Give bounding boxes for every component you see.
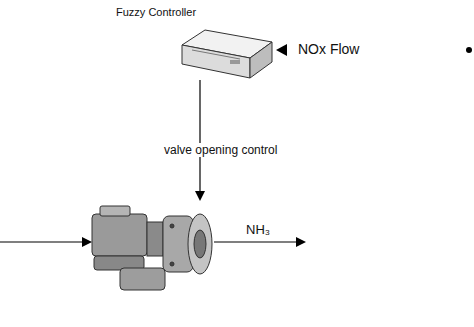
signal-label: NOx Flow: [296, 41, 361, 57]
arrow-head: [276, 44, 287, 56]
control-line: [199, 80, 200, 192]
signal-dot: [466, 47, 472, 53]
controller-device: [182, 30, 272, 78]
control-label: valve opening control: [162, 143, 279, 157]
flow-line: [0, 241, 84, 242]
node-title: Fuzzy Controller: [116, 6, 196, 18]
arrow-head: [195, 191, 205, 201]
device-node: Fuzzy Controller: [112, 2, 200, 22]
output-label: NH₃: [244, 222, 272, 237]
flow-line: [214, 241, 298, 242]
arrow-head: [296, 237, 306, 247]
valve-illustration: [92, 206, 212, 290]
arrow-head: [82, 237, 92, 247]
